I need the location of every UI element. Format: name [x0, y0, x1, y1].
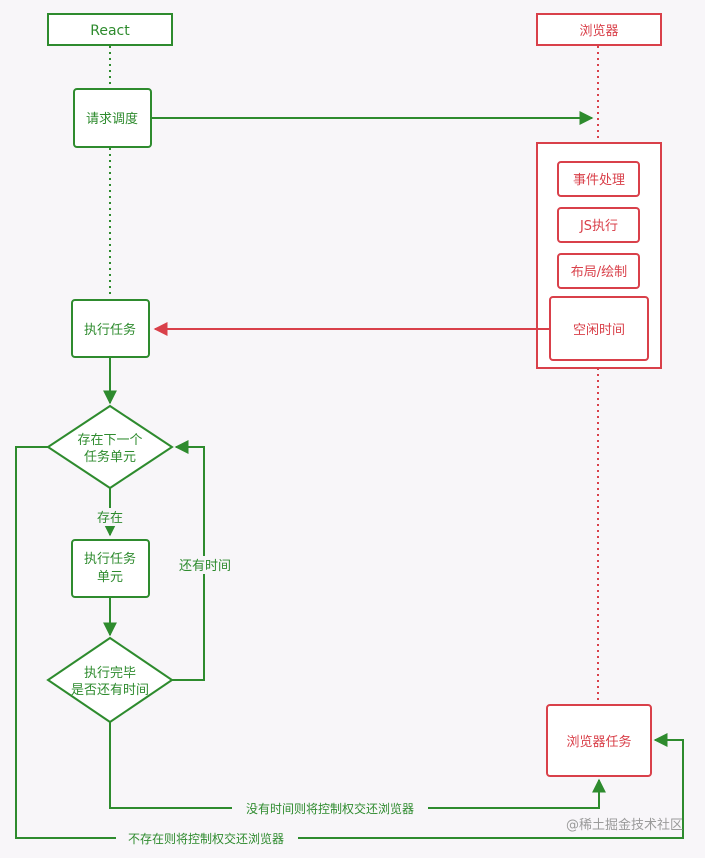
layout-paint-label: 布局/绘制	[571, 265, 627, 280]
no-time-label-bg	[232, 800, 428, 818]
has-time-label-bg	[174, 556, 236, 574]
has-time-label: 还有时间	[179, 559, 231, 574]
execute-unit-label-line1: 执行任务	[84, 551, 136, 567]
js-execution-label: JS执行	[579, 219, 618, 234]
done-check-label-line2: 是否还有时间	[71, 683, 149, 698]
has-next-unit-label-line2: 任务单元	[84, 449, 136, 465]
browser-task-node: 浏览器任务	[546, 704, 652, 777]
no-time-label: 没有时间则将控制权交还浏览器	[246, 801, 414, 816]
browser-header: 浏览器	[536, 13, 662, 46]
watermark: @稀土掘金技术社区	[566, 817, 683, 833]
done-check-decision: 执行完毕 是否还有时间	[46, 636, 174, 724]
not-exists-label-bg	[116, 830, 298, 848]
event-handling-node: 事件处理	[557, 161, 640, 197]
idle-time-node: 空闲时间	[549, 296, 649, 361]
execute-task-label: 执行任务	[84, 322, 136, 338]
browser-header-label: 浏览器	[579, 23, 618, 39]
event-handling-label: 事件处理	[573, 173, 625, 188]
execute-unit-node: 执行任务 单元	[71, 539, 150, 598]
execute-task-node: 执行任务	[71, 299, 150, 358]
has-next-unit-label-line1: 存在下一个	[77, 433, 142, 448]
layout-paint-node: 布局/绘制	[557, 253, 640, 289]
js-execution-node: JS执行	[557, 207, 640, 243]
exists-label-bg	[94, 508, 126, 526]
has-next-unit-decision: 存在下一个 任务单元	[46, 404, 174, 490]
idle-time-label: 空闲时间	[573, 323, 625, 338]
execute-unit-label-line2: 单元	[97, 570, 123, 585]
not-exists-label: 不存在则将控制权交还浏览器	[128, 831, 284, 846]
browser-task-label: 浏览器任务	[566, 734, 631, 750]
react-header-label: React	[90, 23, 130, 39]
request-schedule-label: 请求调度	[86, 111, 138, 127]
exists-label: 存在	[97, 511, 123, 526]
request-schedule-node: 请求调度	[73, 88, 152, 148]
no-time-arrow	[109, 722, 606, 809]
not-exists-arrow	[15, 446, 684, 839]
react-header: React	[47, 13, 173, 46]
done-check-label-line1: 执行完毕	[84, 666, 136, 681]
